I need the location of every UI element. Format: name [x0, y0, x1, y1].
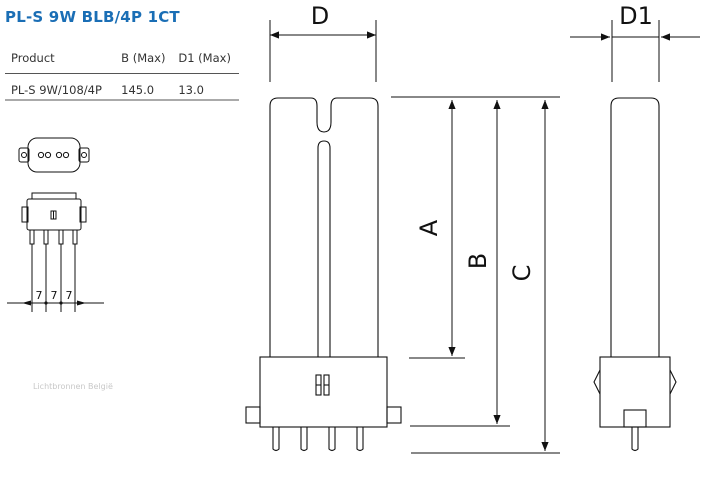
base-side-view [7, 192, 104, 312]
product-title: PL-S 9W BLB/4P 1CT [5, 8, 180, 26]
watermark: Lichtbronnen België [33, 382, 113, 391]
col-header-product: Product [5, 48, 116, 74]
cell-d1-max: 13.0 [178, 83, 204, 97]
dimension-label-d: D [311, 2, 329, 30]
spec-table-header-row: Product B (Max) D1 (Max) [5, 48, 239, 74]
dimension-label-c: C [508, 265, 536, 282]
cell-b-max: 145.0 [121, 83, 155, 97]
dimension-label-d1: D1 [619, 2, 653, 30]
pin-spacing-label-3: 7 [66, 289, 73, 302]
lamp-side-view [593, 97, 677, 452]
cell-product: PL-S 9W/108/4P [11, 83, 102, 97]
dimension-extension-lines [391, 96, 560, 454]
table-bottom-rule [5, 99, 239, 101]
lamp-front-view [245, 97, 402, 452]
table-row: PL-S 9W/108/4P 145.0 13.0 [5, 74, 239, 97]
pin-spacing-dimension [22, 300, 86, 306]
col-header-b-max: B (Max) [115, 48, 173, 74]
pin-spacing-label-1: 7 [36, 289, 43, 302]
base-end-view [18, 137, 90, 173]
dimension-label-b: B [464, 253, 492, 269]
col-header-d1-max: D1 (Max) [172, 48, 239, 74]
pin-spacing-label-2: 7 [51, 289, 58, 302]
dimension-d [269, 20, 377, 82]
dimension-label-a: A [415, 219, 443, 236]
spec-table: Product B (Max) D1 (Max) PL-S 9W/108/4P … [5, 48, 239, 97]
dimension-d1 [570, 20, 700, 82]
